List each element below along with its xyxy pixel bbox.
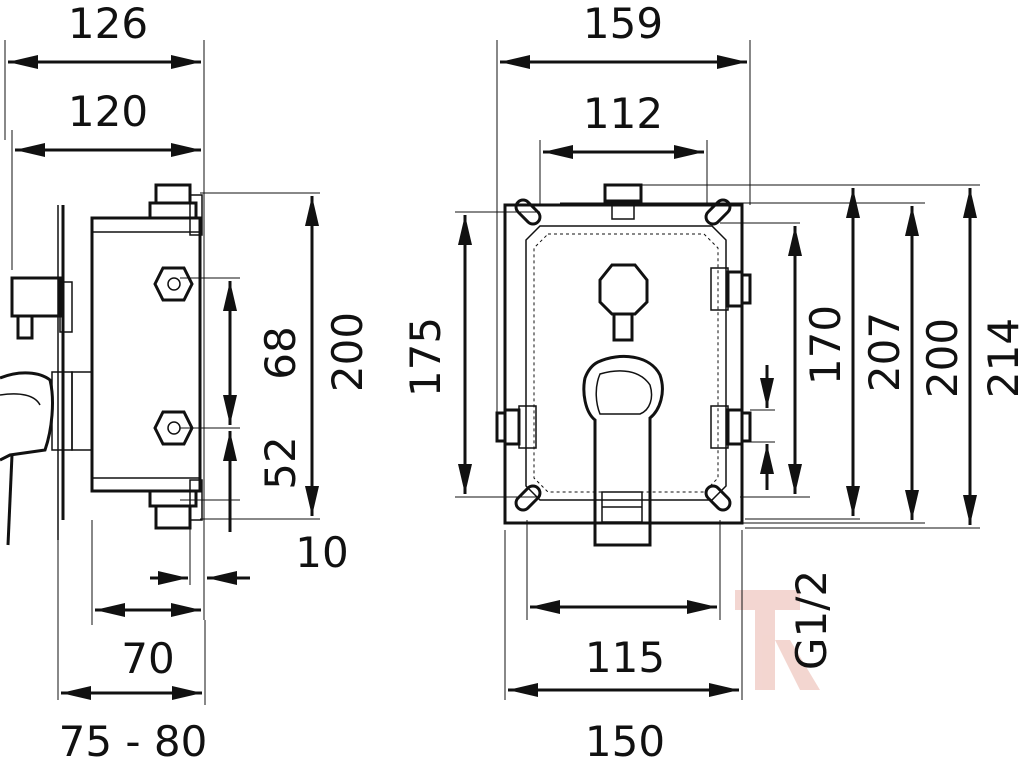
dim-112-label: 112 bbox=[583, 89, 663, 138]
side-view: 126 120 200 68 52 10 70 75 - 80 bbox=[0, 0, 372, 764]
dim-70-label: 70 bbox=[121, 634, 174, 683]
dim-10-label: 10 bbox=[295, 528, 348, 577]
dim-170-label: 170 bbox=[801, 305, 850, 385]
watermark-logo bbox=[735, 590, 820, 690]
dim-75-80-label: 75 - 80 bbox=[59, 717, 208, 764]
dim-150-label: 150 bbox=[585, 717, 665, 764]
thread-g12-label: G1/2 bbox=[787, 570, 836, 670]
dim-200-front-label: 200 bbox=[918, 318, 967, 398]
dim-207-label: 207 bbox=[860, 312, 909, 392]
dim-68-label: 68 bbox=[256, 326, 305, 379]
dim-52-label: 52 bbox=[256, 436, 305, 489]
dim-200-side-label: 200 bbox=[323, 312, 372, 392]
dim-115-label: 115 bbox=[585, 633, 665, 682]
dim-159-label: 159 bbox=[583, 0, 663, 48]
dim-214-label: 214 bbox=[979, 318, 1024, 398]
dim-120-label: 120 bbox=[68, 87, 148, 136]
dim-126-label: 126 bbox=[68, 0, 148, 48]
dim-175-label: 175 bbox=[401, 317, 450, 397]
front-view: 159 112 175 170 207 200 214 115 150 G1/2 bbox=[401, 0, 1024, 764]
